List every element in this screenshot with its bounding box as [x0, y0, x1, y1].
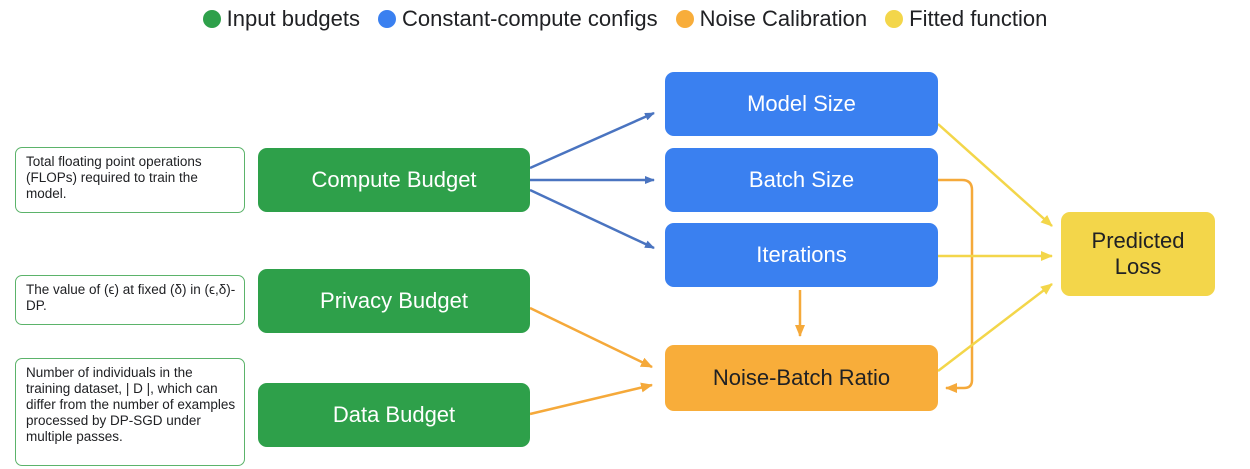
iterations-label: Iterations — [756, 242, 847, 267]
privacy-budget-node: Privacy Budget — [258, 269, 530, 333]
arrow-batch-size-to-noise — [938, 178, 974, 393]
legend-dot-constant-compute-configs — [378, 10, 397, 28]
compute-budget-node: Compute Budget — [258, 148, 530, 212]
predicted-loss-node: Predicted Loss — [1061, 212, 1215, 296]
arrow-compute-to-model-size — [529, 111, 655, 170]
noise-batch-ratio-node: Noise-Batch Ratio — [665, 345, 938, 411]
arrow-data-to-noise — [529, 382, 653, 416]
batch-size-node: Batch Size — [665, 148, 938, 212]
compute-budget-note-text: Total floating point operations (FLOPs) … — [26, 154, 202, 201]
compute-budget-label: Compute Budget — [311, 167, 477, 192]
predicted-loss-line1: Predicted — [1091, 228, 1185, 253]
iterations-node: Iterations — [665, 223, 938, 287]
privacy-budget-note-text: The value of (ϵ) at fixed (δ) in (ϵ,δ)-D… — [26, 282, 236, 313]
predicted-loss-line2: Loss — [1114, 254, 1162, 279]
legend-dot-fitted-function — [885, 10, 904, 28]
data-budget-note-text: Number of individuals in the training da… — [26, 365, 236, 444]
legend-item-fitted-function: Fitted function — [885, 6, 1047, 32]
legend-label-fitted-function: Fitted function — [909, 6, 1048, 31]
privacy-budget-label: Privacy Budget — [320, 288, 468, 313]
batch-size-label: Batch Size — [748, 167, 855, 192]
legend-item-noise-calibration: Noise Calibration — [675, 6, 868, 32]
data-budget-node: Data Budget — [258, 383, 530, 447]
privacy-budget-note: The value of (ϵ) at fixed (δ) in (ϵ,δ)-D… — [15, 275, 245, 325]
data-budget-label: Data Budget — [332, 402, 456, 427]
model-size-label: Model Size — [747, 91, 856, 116]
legend-dot-noise-calibration — [675, 10, 694, 28]
arrow-compute-to-iterations — [529, 188, 655, 250]
model-size-node: Model Size — [665, 72, 938, 136]
data-budget-note: Number of individuals in the training da… — [15, 358, 245, 466]
arrow-privacy-to-noise — [529, 306, 653, 369]
arrow-model-size-to-loss — [937, 123, 1053, 227]
legend-dot-input-budgets — [202, 10, 221, 28]
compute-budget-note: Total floating point operations (FLOPs) … — [15, 147, 245, 213]
legend-label-input-budgets: Input budgets — [226, 6, 361, 31]
legend-label-noise-calibration: Noise Calibration — [699, 6, 868, 31]
arrow-noise-to-loss — [937, 283, 1053, 372]
legend-label-constant-compute-configs: Constant-compute configs — [402, 6, 658, 31]
noise-batch-ratio-label: Noise-Batch Ratio — [712, 365, 891, 390]
legend-item-constant-compute-configs: Constant-compute configs — [378, 6, 658, 32]
legend: Input budgets Constant-compute configs N… — [0, 4, 1250, 34]
legend-item-input-budgets: Input budgets — [202, 6, 361, 32]
